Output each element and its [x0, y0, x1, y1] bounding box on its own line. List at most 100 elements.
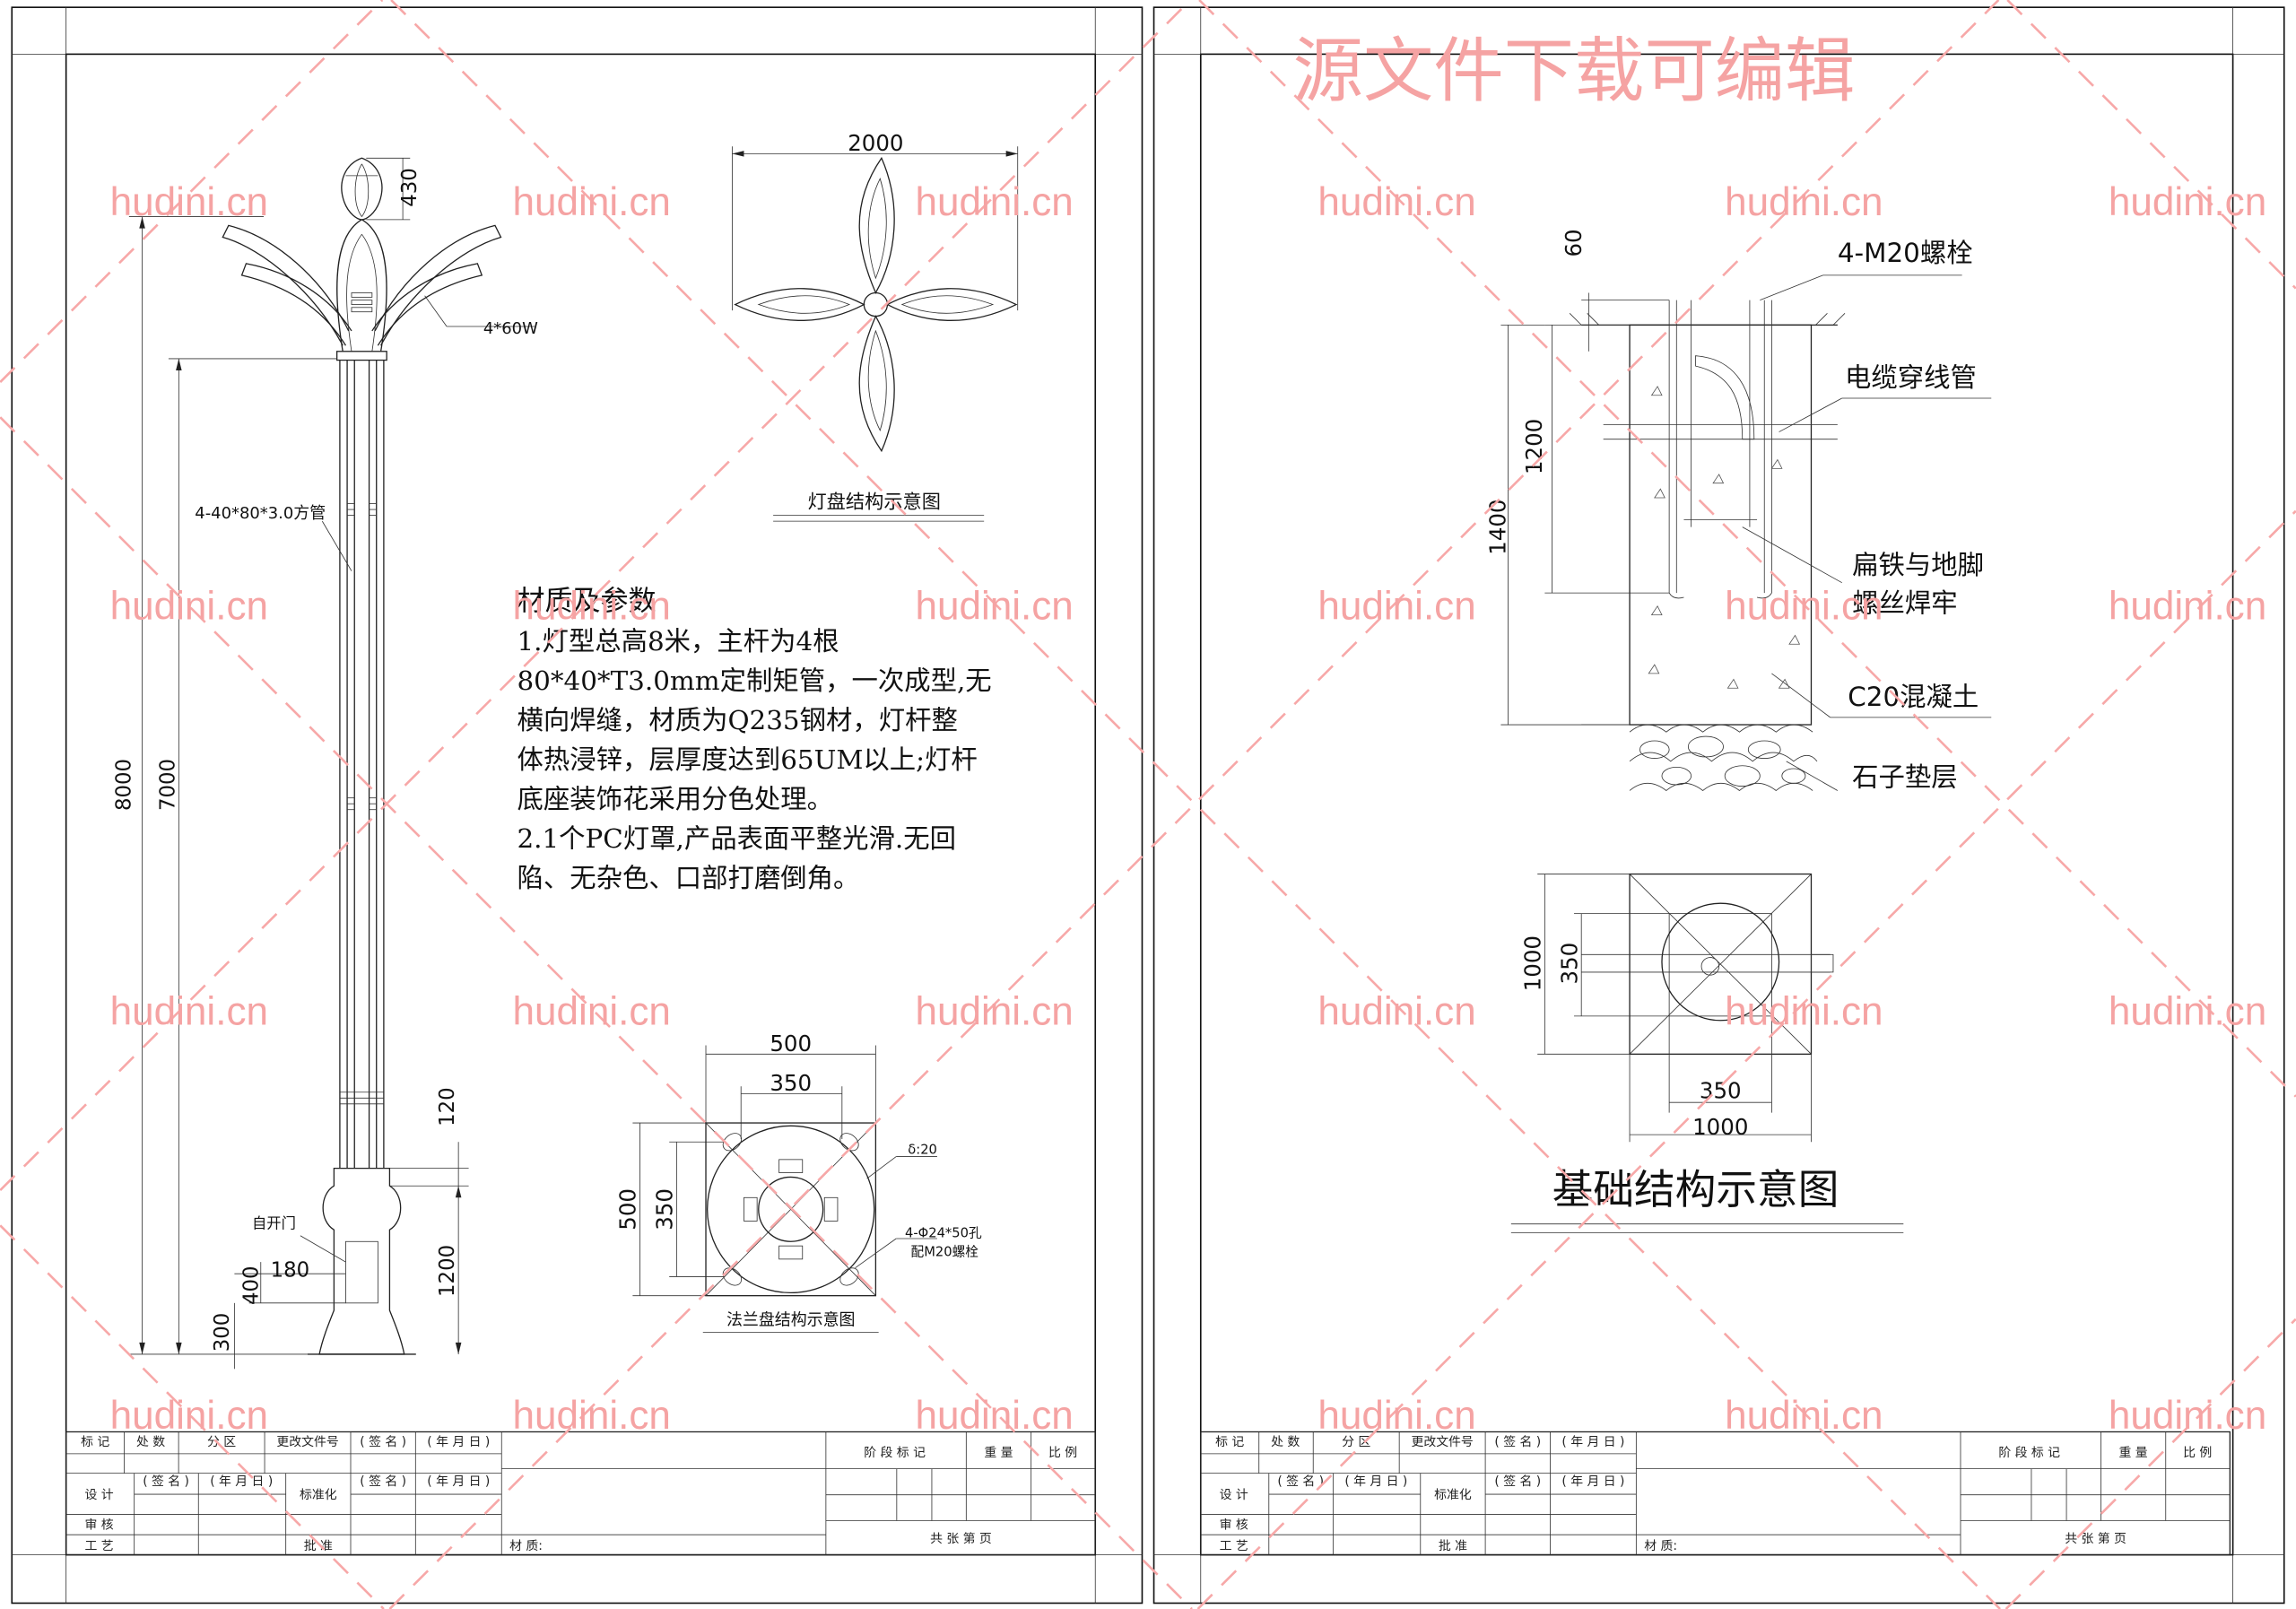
dim-plate-width: 2000	[848, 130, 903, 156]
watermark-line	[2006, 0, 2296, 290]
tb-review: 审 核	[84, 1518, 113, 1533]
watermark-site: hudini.cn	[2109, 990, 2266, 1034]
label-weld-1: 扁铁与地脚	[1852, 550, 1984, 580]
watermark-site: hudini.cn	[1725, 1394, 1883, 1438]
tb-mark: 标 记	[1215, 1435, 1244, 1449]
spec-line: 横向焊缝，材质为Q235钢材，灯杆整	[517, 705, 957, 735]
watermark-text-grid: hudini.cn hudini.cn hudini.cn hudini.cn hudi…	[110, 180, 2267, 1438]
label-concrete: C20混凝土	[1848, 682, 1979, 712]
watermark-line	[0, 1224, 385, 1609]
flange-thickness-label: δ:20	[908, 1142, 937, 1157]
label-gravel: 石子垫层	[1852, 762, 1958, 793]
tb-material: 材 质:	[509, 1539, 543, 1553]
tb-process: 工 艺	[1220, 1539, 1248, 1553]
foundation-caption: 基础结构示意图	[1552, 1166, 1839, 1213]
tb-date: ( 年 月 日 )	[1561, 1474, 1624, 1489]
watermark-site: hudini.cn	[513, 990, 671, 1034]
dim-embed: 1200	[1521, 419, 1547, 474]
material-spec: 材质及参数 1.灯型总高8米，主杆为4根 80*40*T3.0mm定制矩管，一次…	[517, 586, 991, 894]
watermark-site: hudini.cn	[110, 990, 268, 1034]
watermark-site: hudini.cn	[1725, 990, 1883, 1034]
dim-head-height: 430	[398, 168, 422, 207]
dim-pole-height: 7000	[156, 759, 179, 811]
tb-zone: 分 区	[207, 1435, 236, 1449]
flange-holes-label: 4-Φ24*50孔	[905, 1225, 982, 1240]
tb-design: 设 计	[1220, 1488, 1248, 1502]
spec-line: 底座装饰花采用分色处理。	[517, 784, 833, 814]
tb-signature: ( 签 名 )	[143, 1474, 189, 1489]
dim-plan-side-outer: 1000	[1519, 935, 1545, 991]
dim-flange-side-outer: 500	[615, 1188, 641, 1231]
watermark-line	[0, 0, 384, 383]
tb-sheets: 共 张 第 页	[2065, 1531, 2126, 1546]
watermark-site: hudini.cn	[1318, 180, 1475, 224]
spec-line: 体热浸锌，层厚度达到65UM以上;灯杆	[517, 744, 977, 775]
watermark-site: hudini.cn	[2109, 585, 2266, 629]
tb-mark: 标 记	[81, 1435, 109, 1449]
dim-depth: 1400	[1484, 500, 1510, 555]
tb-signature: ( 签 名 )	[1494, 1434, 1541, 1449]
tb-date: ( 年 月 日 )	[1561, 1435, 1624, 1449]
tb-scale: 比 例	[1048, 1446, 1077, 1460]
foundation-plan: 1000 350 350 1000 基础结构示意图	[1510, 873, 1904, 1233]
tb-date: ( 年 月 日 )	[210, 1474, 273, 1489]
tb-date: ( 年 月 日 )	[1344, 1474, 1407, 1489]
flange-bolts-label: 配M20螺栓	[911, 1245, 979, 1260]
watermark-site: hudini.cn	[110, 180, 268, 224]
watermark-line	[390, 0, 2001, 1609]
tb-approve: 批 准	[304, 1539, 333, 1553]
watermark-line	[1196, 509, 2296, 1609]
watermark-site: hudini.cn	[110, 1394, 268, 1438]
title-block-left: 标 记处 数分 区更改文件号( 签 名 )( 年 月 日 )设 计( 签 名 )…	[65, 1431, 1096, 1556]
dim-door-width: 180	[271, 1258, 310, 1282]
lamp-plate-diagram: 2000 灯盘结构示意图	[731, 130, 1019, 522]
tb-standardize: 标准化	[300, 1488, 337, 1502]
tb-weight: 重 量	[984, 1446, 1013, 1460]
left-outer-border	[11, 6, 1144, 1605]
tb-sheets: 共 张 第 页	[930, 1531, 992, 1546]
flange-caption: 法兰盘结构示意图	[726, 1310, 855, 1329]
tb-signature: ( 签 名 )	[1277, 1474, 1324, 1489]
watermark-line	[388, 0, 2000, 1609]
tb-review: 审 核	[1220, 1518, 1248, 1533]
tb-process: 工 艺	[84, 1539, 113, 1553]
pole-elevation: 8000 7000 430 120 1200 180 400 300 4*60W…	[112, 157, 538, 1370]
pole-door	[345, 1240, 378, 1304]
tb-signature: ( 签 名 )	[360, 1434, 406, 1449]
watermark-site: hudini.cn	[513, 585, 671, 629]
watermark-site: hudini.cn	[513, 1394, 671, 1438]
title-block-frame	[65, 1431, 1096, 1556]
watermark-site: hudini.cn	[1725, 585, 1883, 629]
title-block-frame	[1200, 1431, 2231, 1556]
watermark-site: hudini.cn	[1318, 1394, 1475, 1438]
tb-standardize: 标准化	[1434, 1488, 1472, 1502]
right-sheet: 60 1200 1400 4-M20螺栓 电缆穿线管 扁铁与地脚 螺丝焊牢 C2…	[1152, 6, 2285, 1605]
dim-plan-side-inner: 350	[1556, 943, 1582, 985]
tb-zone: 分 区	[1342, 1435, 1370, 1449]
label-lamp-power: 4*60W	[483, 319, 538, 338]
watermark-line	[0, 0, 1192, 1192]
spec-line: 陷、无杂色、口部打磨倒角。	[517, 863, 859, 893]
dim-total-height: 8000	[112, 759, 135, 811]
tb-date: ( 年 月 日 )	[427, 1435, 490, 1449]
watermark-site: hudini.cn	[915, 180, 1073, 224]
tb-weight: 重 量	[2119, 1446, 2148, 1460]
tb-signature: ( 签 名 )	[1494, 1474, 1541, 1489]
lamp-plate-caption: 灯盘结构示意图	[807, 491, 941, 513]
tb-scale: 比 例	[2183, 1446, 2212, 1460]
dim-plan-bottom-outer: 1000	[1692, 1114, 1748, 1140]
right-outer-border	[1152, 6, 2285, 1605]
label-weld-2: 螺丝焊牢	[1852, 587, 1958, 618]
left-sheet: 8000 7000 430 120 1200 180 400 300 4*60W…	[11, 6, 1144, 1605]
watermark-site: hudini.cn	[1318, 585, 1475, 629]
tb-count: 处 数	[1271, 1435, 1300, 1449]
watermark-site: hudini.cn	[915, 1394, 1073, 1438]
watermark-line	[0, 416, 1193, 1609]
watermark-line	[1198, 0, 2296, 1098]
lamp-plate-petals-icon	[734, 156, 1018, 453]
label-door: 自开门	[252, 1215, 296, 1232]
tb-material: 材 质:	[1644, 1539, 1677, 1553]
tb-signature: ( 签 名 )	[360, 1474, 406, 1489]
flange-diagram: 500 350 500 350 δ:20 4-Φ24*50孔 配M20螺栓 法兰…	[615, 1031, 982, 1333]
